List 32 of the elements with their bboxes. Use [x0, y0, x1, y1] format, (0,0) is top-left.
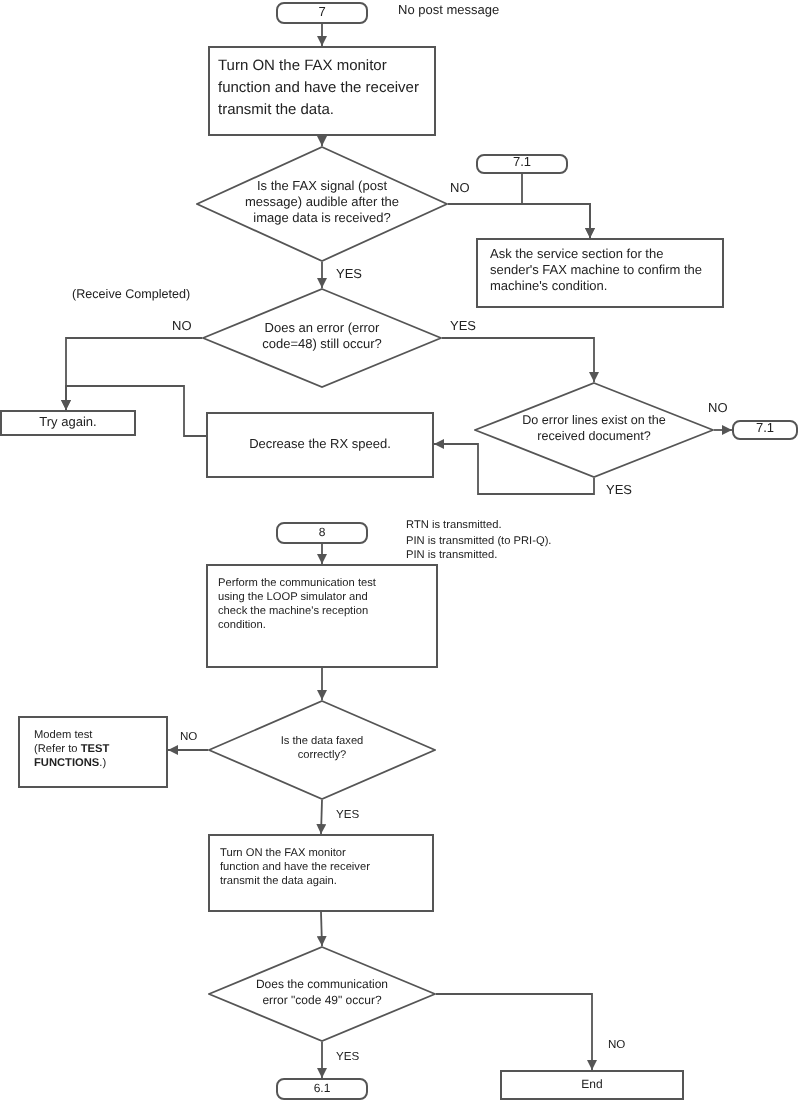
decision-diamond — [196, 146, 448, 262]
step-terminal — [732, 420, 798, 440]
arrow — [713, 425, 733, 435]
arrow — [317, 135, 327, 147]
arrow — [317, 23, 327, 47]
decision-diamond — [208, 946, 436, 1042]
arrow — [435, 993, 597, 1071]
decision-diamond — [208, 700, 436, 800]
arrow — [316, 911, 327, 947]
arrow — [441, 337, 599, 383]
arrow — [317, 1041, 327, 1079]
process-box — [208, 834, 434, 912]
arrow — [317, 261, 327, 289]
decision-diamond — [202, 288, 442, 388]
process-box — [206, 564, 438, 668]
arrow — [317, 543, 327, 565]
arrow — [61, 385, 207, 437]
process-box — [0, 410, 136, 436]
process-box — [208, 46, 436, 136]
step-terminal — [276, 2, 368, 24]
step-terminal — [276, 1078, 368, 1100]
arrow — [521, 173, 595, 239]
process-box — [18, 716, 168, 788]
step-terminal — [476, 154, 568, 174]
process-box — [206, 412, 434, 478]
step-terminal — [276, 522, 368, 544]
arrow — [316, 799, 327, 835]
arrow — [433, 439, 595, 495]
process-box — [476, 238, 724, 308]
arrow — [167, 745, 209, 755]
process-box — [500, 1070, 684, 1100]
arrow — [317, 667, 327, 701]
